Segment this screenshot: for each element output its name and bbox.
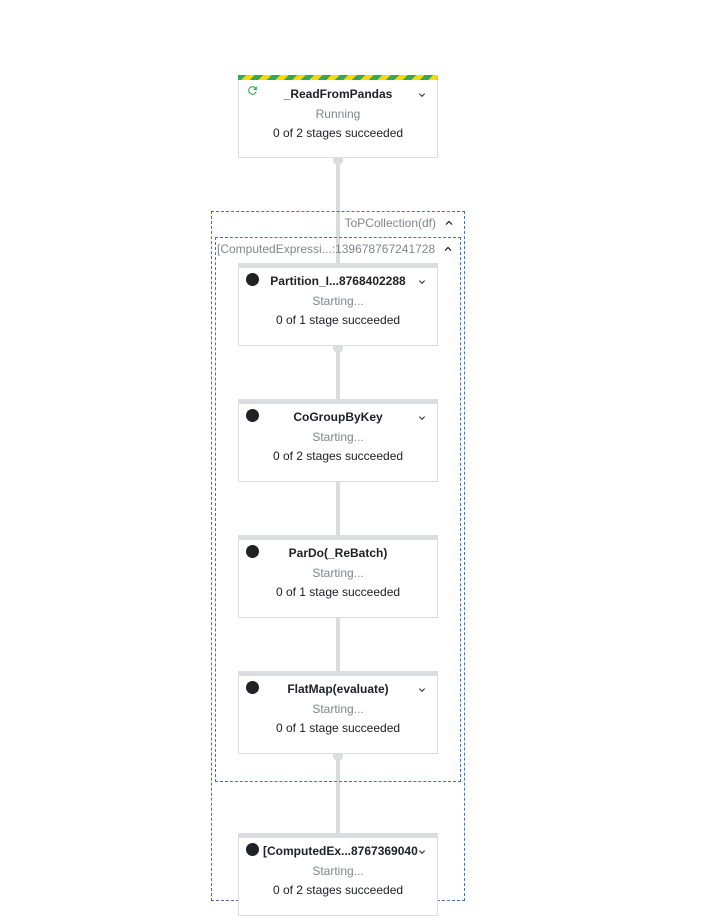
chevron-down-icon[interactable]: [416, 412, 428, 424]
group-label: ToPCollection(df): [344, 216, 436, 230]
node-stages: 0 of 1 stage succeeded: [275, 721, 401, 735]
edge-cogroup-to-pardo: [336, 482, 340, 536]
node-stages: 0 of 2 stages succeeded: [272, 883, 404, 897]
chevron-down-icon[interactable]: [416, 846, 428, 858]
node-pardo-rebatch[interactable]: ParDo(_ReBatch) Starting... 0 of 1 stage…: [238, 535, 438, 618]
chevron-down-icon[interactable]: [416, 276, 428, 288]
node-read-from-pandas[interactable]: _ReadFromPandas Running 0 of 2 stages su…: [238, 75, 438, 158]
node-flatmap-evaluate[interactable]: FlatMap(evaluate) Starting... 0 of 1 sta…: [238, 671, 438, 754]
node-title: _ReadFromPandas: [283, 87, 393, 101]
pending-dot-icon: [246, 409, 259, 422]
node-topbar: [238, 535, 438, 540]
chevron-up-icon[interactable]: [441, 242, 455, 256]
node-state: Starting...: [312, 430, 364, 444]
node-cogroupbykey[interactable]: CoGroupByKey Starting... 0 of 2 stages s…: [238, 399, 438, 482]
chevron-down-icon[interactable]: [416, 684, 428, 696]
node-state: Starting...: [312, 294, 364, 308]
group-header-computed-expression[interactable]: [ComputedExpressi...:139678767241728: [217, 242, 452, 256]
node-state: Starting...: [312, 864, 364, 878]
group-label: [ComputedExpressi...:139678767241728: [217, 242, 436, 256]
edge-connector: [333, 754, 343, 761]
node-stages: 0 of 1 stage succeeded: [275, 585, 401, 599]
node-computed-expression[interactable]: [ComputedEx...8767369040 Starting... 0 o…: [238, 833, 438, 916]
node-title: Partition_I...8768402288: [270, 274, 406, 288]
node-title: [ComputedEx...8767369040: [263, 844, 418, 858]
node-topbar: [238, 263, 438, 268]
chevron-up-icon[interactable]: [442, 216, 456, 230]
running-progress-bar: [238, 75, 438, 80]
running-refresh-icon: [248, 86, 257, 95]
pending-dot-icon: [246, 273, 259, 286]
group-header-topcollection[interactable]: ToPCollection(df): [345, 216, 456, 230]
node-title: FlatMap(evaluate): [287, 682, 389, 696]
node-state: Starting...: [312, 566, 364, 580]
edge-partition-to-cogroup: [336, 346, 340, 400]
node-stages: 0 of 2 stages succeeded: [272, 126, 404, 140]
pending-dot-icon: [246, 843, 259, 856]
node-topbar: [238, 671, 438, 676]
chevron-down-icon[interactable]: [416, 89, 428, 101]
node-stages: 0 of 2 stages succeeded: [272, 449, 404, 463]
node-stages: 0 of 1 stage succeeded: [275, 313, 401, 327]
node-topbar: [238, 399, 438, 404]
node-partition[interactable]: Partition_I...8768402288 Starting... 0 o…: [238, 263, 438, 346]
edge-connector: [333, 346, 343, 353]
node-state: Running: [315, 107, 361, 121]
node-title: CoGroupByKey: [293, 410, 383, 424]
edge-flatmap-to-computed: [336, 754, 340, 834]
edge-pardo-to-flatmap: [336, 618, 340, 672]
edge-connector: [333, 158, 343, 165]
node-state: Starting...: [312, 702, 364, 716]
node-topbar: [238, 833, 438, 838]
node-title: ParDo(_ReBatch): [288, 546, 388, 560]
pending-dot-icon: [246, 681, 259, 694]
pending-dot-icon: [246, 545, 259, 558]
group-computed-expression: [ComputedExpressi...:139678767241728: [215, 237, 461, 782]
